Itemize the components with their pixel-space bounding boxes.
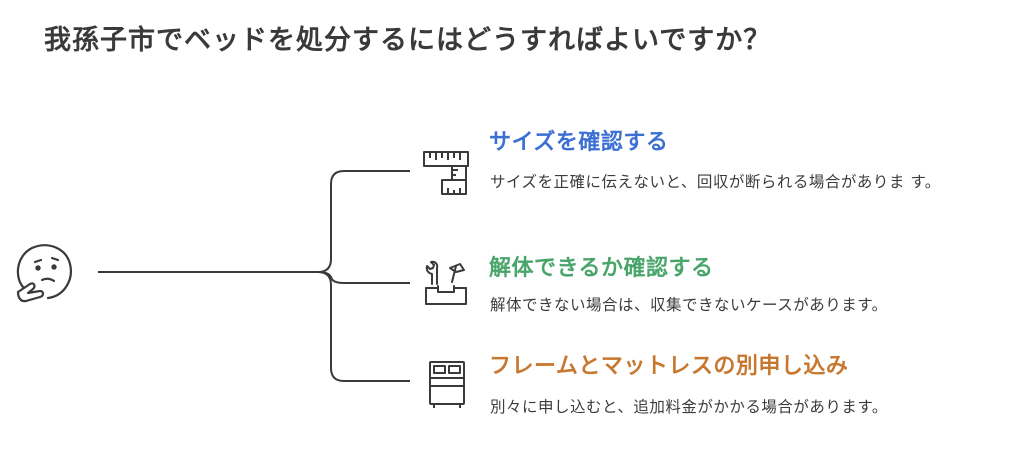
item-description-disassembly: 解体できない場合は、収集できないケースがあります。 bbox=[490, 296, 888, 314]
branch-top bbox=[317, 170, 410, 273]
item-title-size: サイズを確認する bbox=[489, 130, 669, 155]
bed-icon bbox=[426, 358, 468, 414]
ruler-icon bbox=[420, 148, 472, 202]
item-description-separate-application: 別々に申し込むと、追加料金がかかる場合があります。 bbox=[490, 398, 888, 416]
item-title-separate-application: フレームとマットレスの別申し込み bbox=[489, 354, 849, 379]
thinking-face-icon bbox=[8, 238, 80, 314]
branch-bottom bbox=[317, 271, 410, 382]
item-title-disassembly: 解体できるか確認する bbox=[489, 256, 714, 281]
page-title: 我孫子市でベッドを処分するにはどうすればよいですか？ bbox=[44, 25, 772, 56]
item-description-size: サイズを正確に伝えないと、回収が断られる場合がありま す。 bbox=[490, 173, 941, 191]
toolbox-icon bbox=[420, 260, 472, 314]
branch-middle bbox=[317, 271, 410, 284]
